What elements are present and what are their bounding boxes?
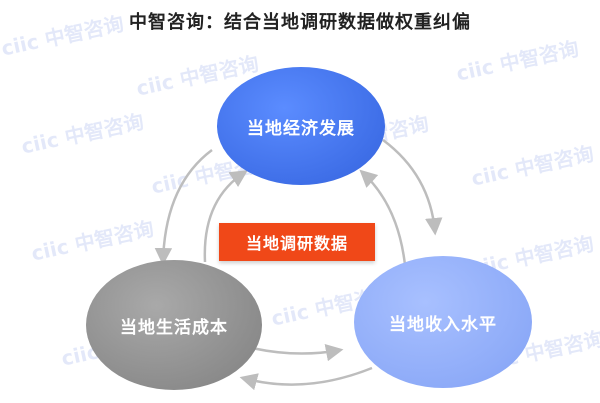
- node-label: 当地生活成本: [120, 317, 228, 338]
- arrow-top-to-right: [382, 138, 443, 236]
- node-local-cost-of-living: 当地生活成本: [86, 260, 262, 390]
- page-title: 中智咨询：结合当地调研数据做权重纠偏: [129, 12, 471, 33]
- center-label: 当地调研数据: [245, 234, 348, 253]
- node-label: 当地收入水平: [389, 314, 497, 335]
- arrow-right-to-top: [359, 169, 407, 266]
- arrow-left-to-top: [203, 170, 248, 263]
- node-label: 当地经济发展: [247, 118, 355, 139]
- arrow-left-to-right: [251, 344, 344, 362]
- node-local-economic-development: 当地经济发展: [217, 67, 385, 185]
- arrow-top-to-left: [154, 148, 213, 266]
- center-local-survey-data: 当地调研数据: [219, 223, 375, 261]
- arrow-right-to-left: [239, 366, 373, 391]
- node-local-income-level: 当地收入水平: [354, 256, 532, 388]
